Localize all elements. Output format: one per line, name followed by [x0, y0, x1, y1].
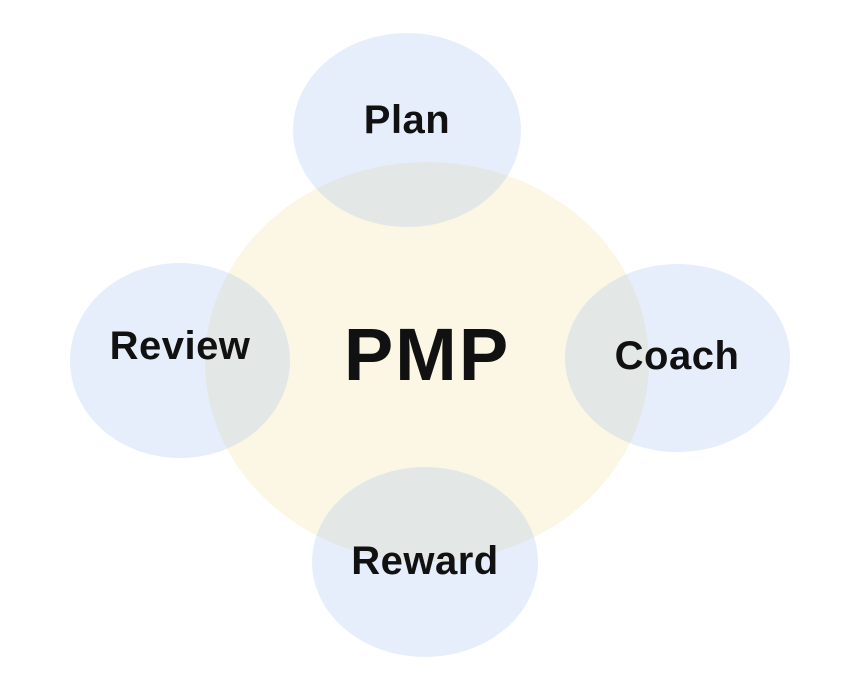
review-circle [70, 263, 290, 458]
center-label: PMP [343, 313, 511, 396]
center-circle [205, 162, 649, 562]
coach-label: Coach [614, 334, 740, 378]
reward-circle [312, 467, 538, 657]
review-label: Review [109, 324, 251, 368]
plan-label: Plan [363, 98, 451, 142]
coach-circle [565, 264, 790, 452]
reward-label: Reward [351, 539, 499, 583]
plan-circle [293, 33, 521, 227]
